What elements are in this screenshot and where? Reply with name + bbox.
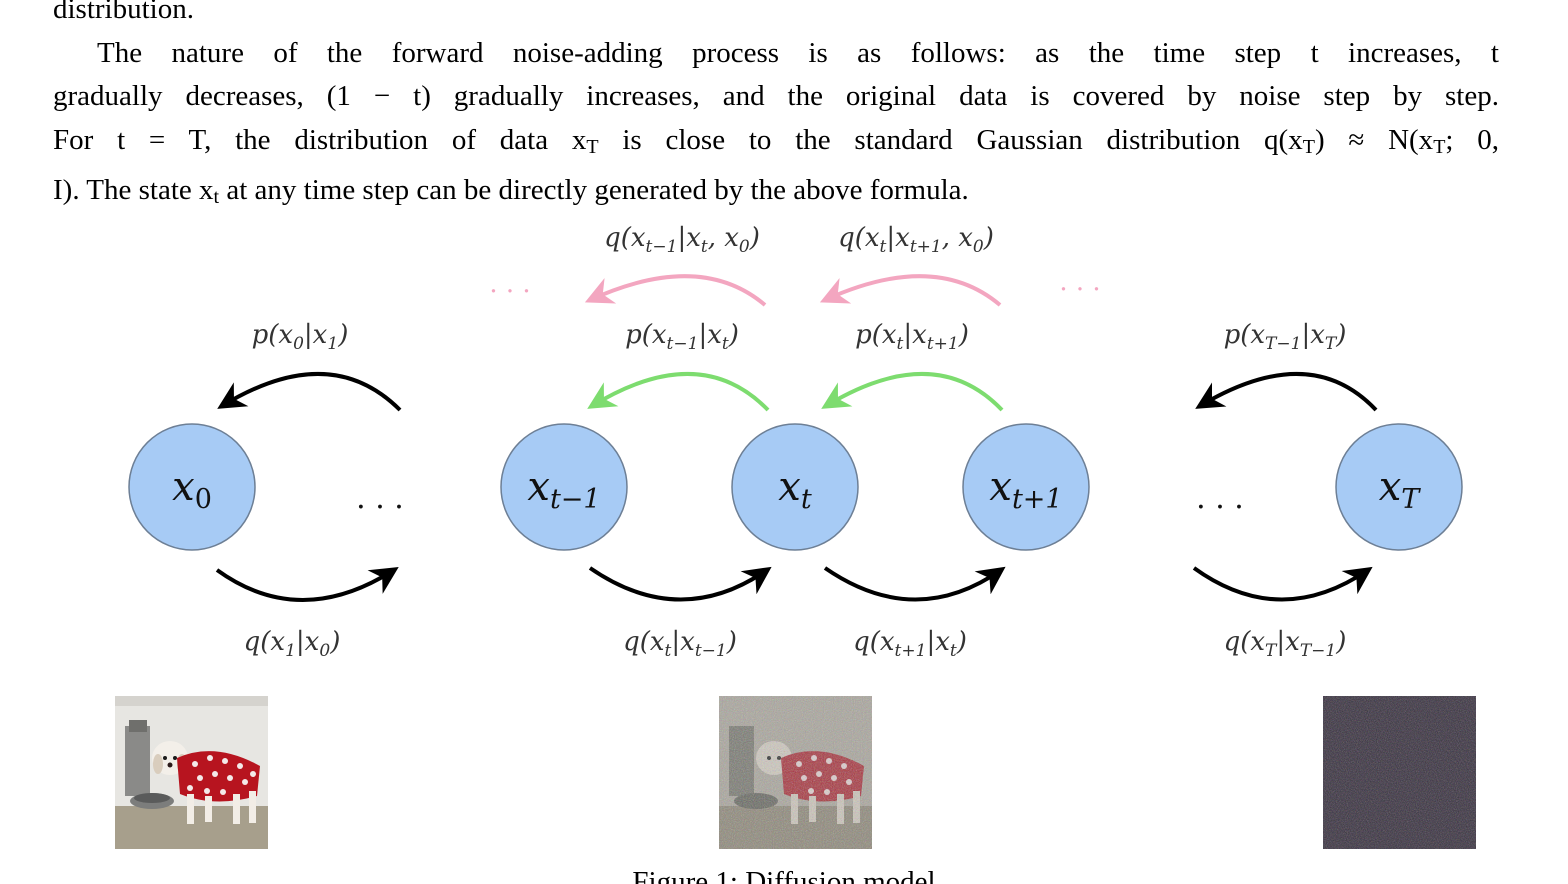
posterior-ellipsis-right: · · ·	[1059, 275, 1100, 305]
text-run: ) ≈ N(x	[1314, 123, 1434, 156]
label-q-xt-given-xtm1: q(xt|xt−1)	[623, 627, 737, 661]
node-xt	[731, 423, 859, 551]
label-p-xtm1-given-xt: p(xt−1|xt)	[625, 320, 739, 354]
text-run: ; 0,	[1445, 123, 1499, 156]
paragraph-line-3: For t = T, the distribution of data xT i…	[53, 119, 1499, 170]
forward-arrow-x0-to-x1	[215, 566, 399, 602]
ellipsis-right: · · ·	[1196, 490, 1244, 525]
diffusion-diagram-svg: · · · · · · q(xt−1|xt, x0) q(xt|xt+1, x0…	[128, 223, 1463, 661]
previous-paragraph-tail: distribution.	[53, 0, 194, 25]
node-label-xT: xT	[1379, 464, 1422, 515]
pure-noise-image-container	[1323, 696, 1476, 849]
forward-arrow-xtm1-to-xt	[588, 566, 772, 602]
node-x0	[128, 423, 256, 551]
reverse-arrow-xtp1-to-xt	[821, 372, 1004, 412]
label-p-xt-given-xtp1: p(xt|xt+1)	[855, 320, 969, 354]
label-q-x1-given-x0: q(x1|x0)	[244, 627, 341, 661]
dog-in-red-sweater-image	[115, 696, 268, 849]
subscript: T	[1302, 135, 1315, 158]
label-q-xtp1-given-xt: q(xt+1|xt)	[853, 627, 967, 661]
reverse-arrow-xt-to-xtm1	[587, 372, 770, 412]
reverse-arrow-xT-to-xTm1	[1195, 372, 1378, 412]
clean-dog-image	[115, 696, 268, 849]
label-q-xtm1-given-xt-x0: q(xt−1|xt, x0)	[604, 223, 760, 257]
paragraph-line-2: gradually decreases, (1 − t) gradually i…	[53, 80, 1499, 112]
label-q-xt-given-xtp1-x0: q(xt|xt+1, x0)	[838, 223, 994, 257]
posterior-arrow-xtp1-to-xt	[819, 274, 1002, 307]
node-label-xtp1: xt+1	[989, 464, 1062, 515]
node-xT	[1335, 423, 1463, 551]
paragraph-line-1: The nature of the forward noise-adding p…	[97, 36, 1499, 69]
text-run: For t = T, the distribution of data x	[53, 123, 587, 156]
figure-caption: Figure 1: Diffusion model	[632, 866, 936, 884]
posterior-ellipsis-left: · · ·	[489, 277, 530, 307]
label-q-xT-given-xTm1: q(xT|xT−1)	[1224, 627, 1347, 661]
node-xtp1	[962, 423, 1090, 551]
text-run: I). The state x	[53, 174, 214, 206]
forward-arrow-xt-to-xtp1	[823, 566, 1006, 602]
pure-noise-image	[1323, 696, 1476, 849]
posterior-arrow-xt-to-xtm1	[584, 274, 767, 307]
reverse-arrow-x1-to-x0	[217, 372, 402, 412]
body-text: distribution. The nature of the forward …	[53, 0, 1499, 220]
node-label-xtm1: xt−1	[527, 464, 600, 515]
noisy-dog-image	[719, 696, 872, 849]
subscript: T	[586, 135, 599, 158]
ellipsis-left: · · ·	[356, 490, 404, 525]
subscript: t	[213, 186, 220, 208]
node-label-xt: xt	[778, 464, 812, 515]
node-xtm1	[500, 423, 628, 551]
text-run: is close to the standard Gaussian distri…	[598, 123, 1303, 156]
subscript: T	[1433, 135, 1446, 158]
noisy-dog-image-container	[719, 696, 872, 849]
text-run: at any time step can be directly generat…	[219, 174, 969, 206]
forward-arrow-xTm1-to-xT	[1192, 566, 1373, 602]
node-label-x0: x0	[172, 464, 212, 515]
label-p-xTm1-given-xT: p(xT−1|xT)	[1224, 320, 1347, 354]
paragraph-line-4: I). The state xt at any time step can be…	[53, 169, 1499, 220]
diffusion-diagram: · · · · · · q(xt−1|xt, x0) q(xt|xt+1, x0…	[0, 210, 1568, 680]
label-p-x0-given-x1: p(x0|x1)	[252, 320, 349, 354]
